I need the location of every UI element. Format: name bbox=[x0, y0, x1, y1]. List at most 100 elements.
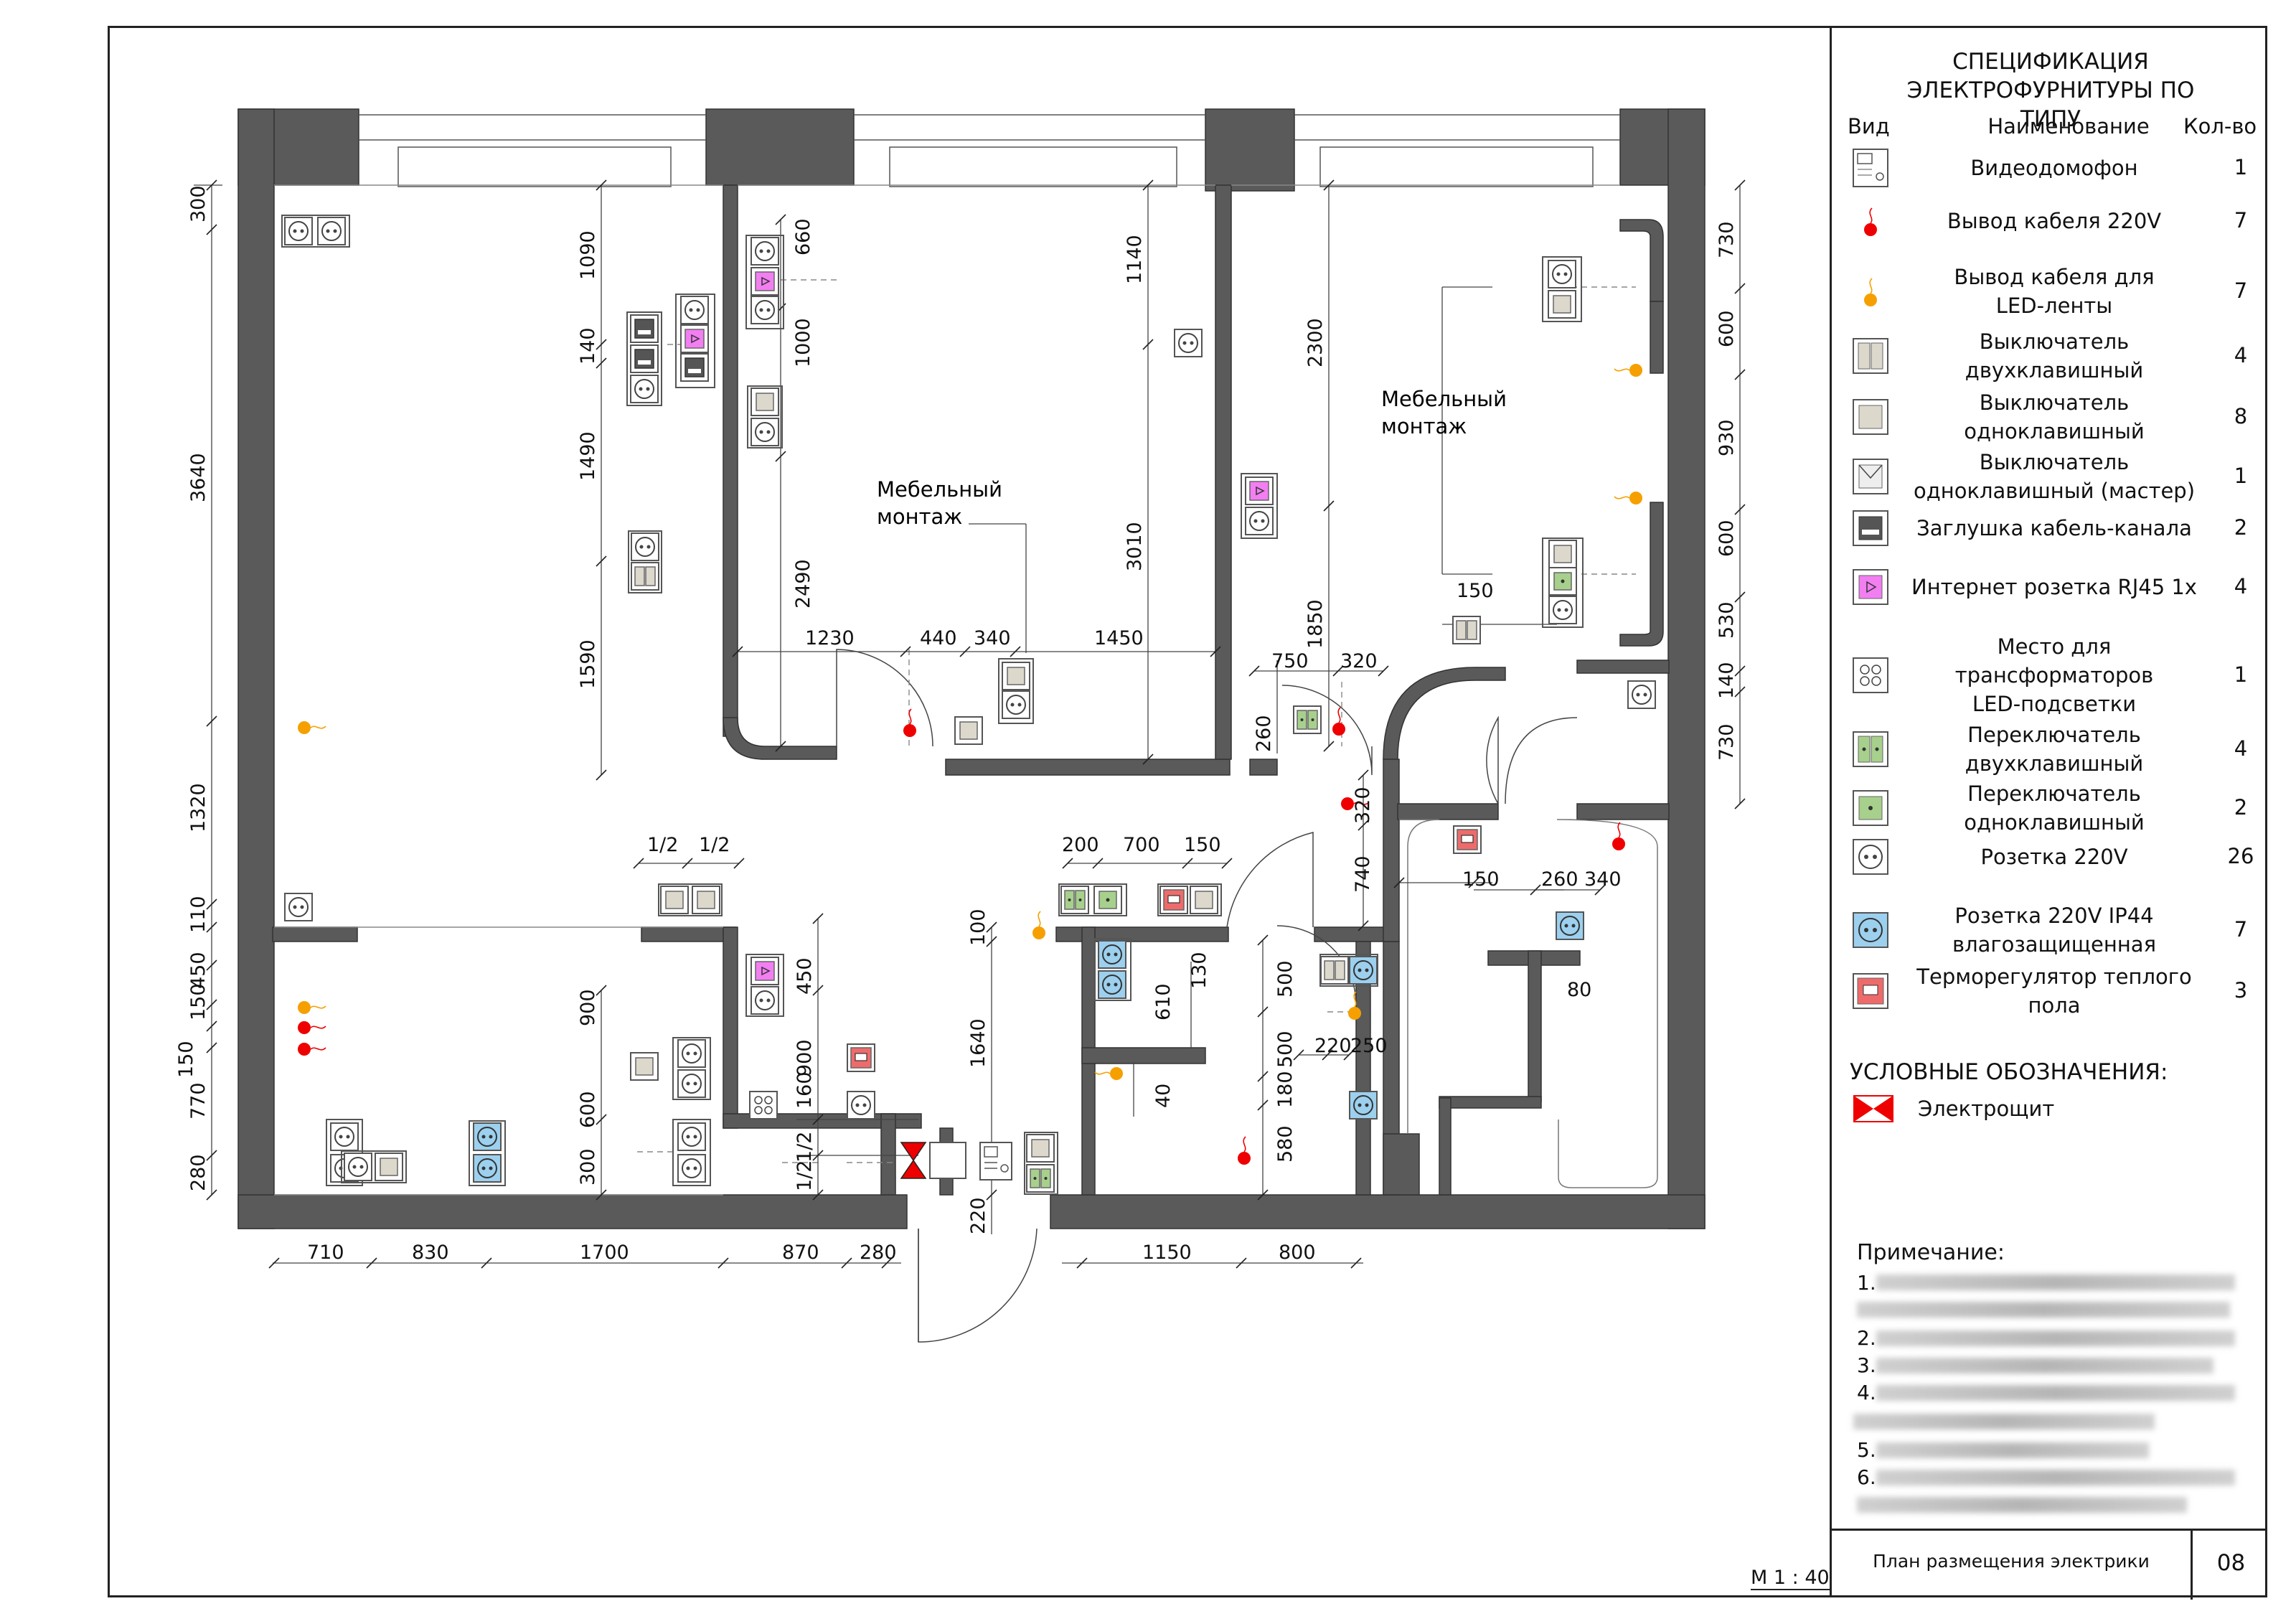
svg-text:500: 500 bbox=[1274, 960, 1297, 998]
svg-text:250: 250 bbox=[1350, 1035, 1388, 1057]
svg-text:1490: 1490 bbox=[577, 431, 599, 481]
notes-title: Примечание: bbox=[1857, 1240, 2005, 1265]
svg-text:150: 150 bbox=[1462, 868, 1500, 891]
svg-text:150: 150 bbox=[1184, 834, 1221, 856]
spec-item-name: Видеодомофон bbox=[1970, 156, 2138, 180]
spec-item-qty: 4 bbox=[2234, 343, 2248, 367]
ip44-socket-icon bbox=[1850, 910, 1891, 950]
svg-text:40: 40 bbox=[1152, 1084, 1175, 1108]
spec-item-name: Интернет розетка RJ45 1x bbox=[1911, 575, 2197, 599]
svg-text:800: 800 bbox=[1279, 1242, 1316, 1264]
dim-label: 110 bbox=[187, 896, 210, 933]
legend-title: УСЛОВНЫЕ ОБОЗНАЧЕНИЯ: bbox=[1850, 1059, 2168, 1085]
note-1: 1. bbox=[1857, 1271, 1876, 1295]
svg-text:130: 130 bbox=[1188, 952, 1210, 989]
spec-item-qty: 8 bbox=[2234, 404, 2248, 428]
svg-text:1140: 1140 bbox=[1124, 235, 1146, 284]
svg-text:530: 530 bbox=[1716, 601, 1738, 639]
dim-label: 150 bbox=[187, 983, 210, 1020]
svg-text:600: 600 bbox=[1716, 520, 1738, 557]
svg-text:340: 340 bbox=[974, 627, 1011, 649]
svg-text:160: 160 bbox=[794, 1071, 816, 1109]
svg-text:750: 750 bbox=[1271, 650, 1309, 672]
svg-text:500: 500 bbox=[1274, 1031, 1297, 1068]
svg-text:900: 900 bbox=[577, 989, 599, 1026]
svg-text:900: 900 bbox=[794, 1039, 816, 1076]
svg-text:1/2: 1/2 bbox=[794, 1160, 816, 1191]
cable-cap-icon bbox=[1850, 508, 1891, 548]
connectors bbox=[637, 279, 1636, 1163]
svg-text:220: 220 bbox=[967, 1197, 989, 1234]
led-transformer-icon bbox=[1850, 655, 1891, 695]
spec-item-qty: 7 bbox=[2234, 917, 2248, 942]
svg-text:450: 450 bbox=[794, 957, 816, 995]
sheet-number: 08 bbox=[2191, 1531, 2269, 1600]
legend-panel-label: Электрощит bbox=[1918, 1097, 2055, 1121]
thermostat-icon bbox=[1850, 971, 1891, 1011]
panel-legend-icon bbox=[1853, 1095, 1893, 1122]
svg-text:260: 260 bbox=[1253, 715, 1275, 752]
spec-item-qty: 4 bbox=[2234, 736, 2248, 761]
col-qty-header: Кол-во bbox=[2183, 114, 2257, 139]
spec-item-qty: 2 bbox=[2234, 515, 2248, 540]
svg-text:1450: 1450 bbox=[1094, 627, 1144, 649]
svg-text:730: 730 bbox=[1716, 221, 1738, 258]
svg-text:830: 830 bbox=[412, 1242, 449, 1264]
furniture-mount-label-1: Мебельный bbox=[877, 477, 1002, 502]
svg-text:1700: 1700 bbox=[580, 1242, 629, 1264]
svg-text:580: 580 bbox=[1274, 1125, 1297, 1163]
master-switch-icon bbox=[1850, 456, 1891, 497]
spec-item-name: Вывод кабеля 220V bbox=[1947, 209, 2162, 233]
rj45-icon bbox=[1850, 567, 1891, 607]
svg-text:930: 930 bbox=[1716, 419, 1738, 456]
dim-label: 1320 bbox=[187, 783, 210, 832]
spec-item-qty: 26 bbox=[2227, 844, 2254, 868]
svg-text:1000: 1000 bbox=[792, 318, 814, 367]
panel-icon bbox=[900, 1142, 927, 1179]
svg-text:660: 660 bbox=[792, 218, 814, 255]
scale-label: М 1 : 40 bbox=[1751, 1567, 1830, 1590]
single-toggle-icon bbox=[1850, 788, 1891, 828]
note-2: 2. bbox=[1857, 1326, 1876, 1350]
svg-text:180: 180 bbox=[1274, 1071, 1297, 1108]
spec-item-qty: 7 bbox=[2234, 208, 2248, 233]
svg-text:3010: 3010 bbox=[1124, 522, 1146, 571]
svg-text:870: 870 bbox=[782, 1242, 819, 1264]
furniture-mount-label-2: монтаж bbox=[877, 504, 962, 529]
double-switch-icon bbox=[1850, 336, 1891, 376]
single-switch-icon bbox=[1850, 397, 1891, 437]
svg-text:2490: 2490 bbox=[792, 559, 814, 609]
svg-text:80: 80 bbox=[1567, 979, 1591, 1001]
svg-text:1090: 1090 bbox=[577, 230, 599, 280]
intercom-icon bbox=[1850, 148, 1891, 188]
dim-label: 300 bbox=[187, 185, 210, 222]
spec-item-qty: 1 bbox=[2234, 155, 2248, 179]
svg-text:280: 280 bbox=[860, 1242, 897, 1264]
spec-item-qty: 4 bbox=[2234, 574, 2248, 599]
svg-text:700: 700 bbox=[1123, 834, 1160, 856]
svg-text:740: 740 bbox=[1352, 855, 1374, 893]
note-4: 4. bbox=[1857, 1381, 1876, 1404]
svg-text:1/2: 1/2 bbox=[794, 1132, 816, 1163]
spec-item-qty: 3 bbox=[2234, 978, 2248, 1003]
dim-label: 770 bbox=[187, 1082, 210, 1120]
dim-label: 150 bbox=[175, 1041, 197, 1078]
svg-text:320: 320 bbox=[1352, 787, 1374, 824]
svg-text:1850: 1850 bbox=[1304, 599, 1327, 649]
svg-text:140: 140 bbox=[577, 327, 599, 365]
svg-text:220: 220 bbox=[1314, 1035, 1352, 1057]
cable-220v-icon bbox=[1850, 201, 1891, 241]
furniture-mount-labels: Мебельный монтаж Мебельный монтаж bbox=[877, 387, 1507, 529]
svg-text:340: 340 bbox=[1584, 868, 1622, 891]
cable-led-icon bbox=[1850, 271, 1891, 311]
svg-text:1640: 1640 bbox=[967, 1018, 989, 1068]
svg-text:1230: 1230 bbox=[805, 627, 855, 649]
devices bbox=[281, 215, 1656, 1195]
